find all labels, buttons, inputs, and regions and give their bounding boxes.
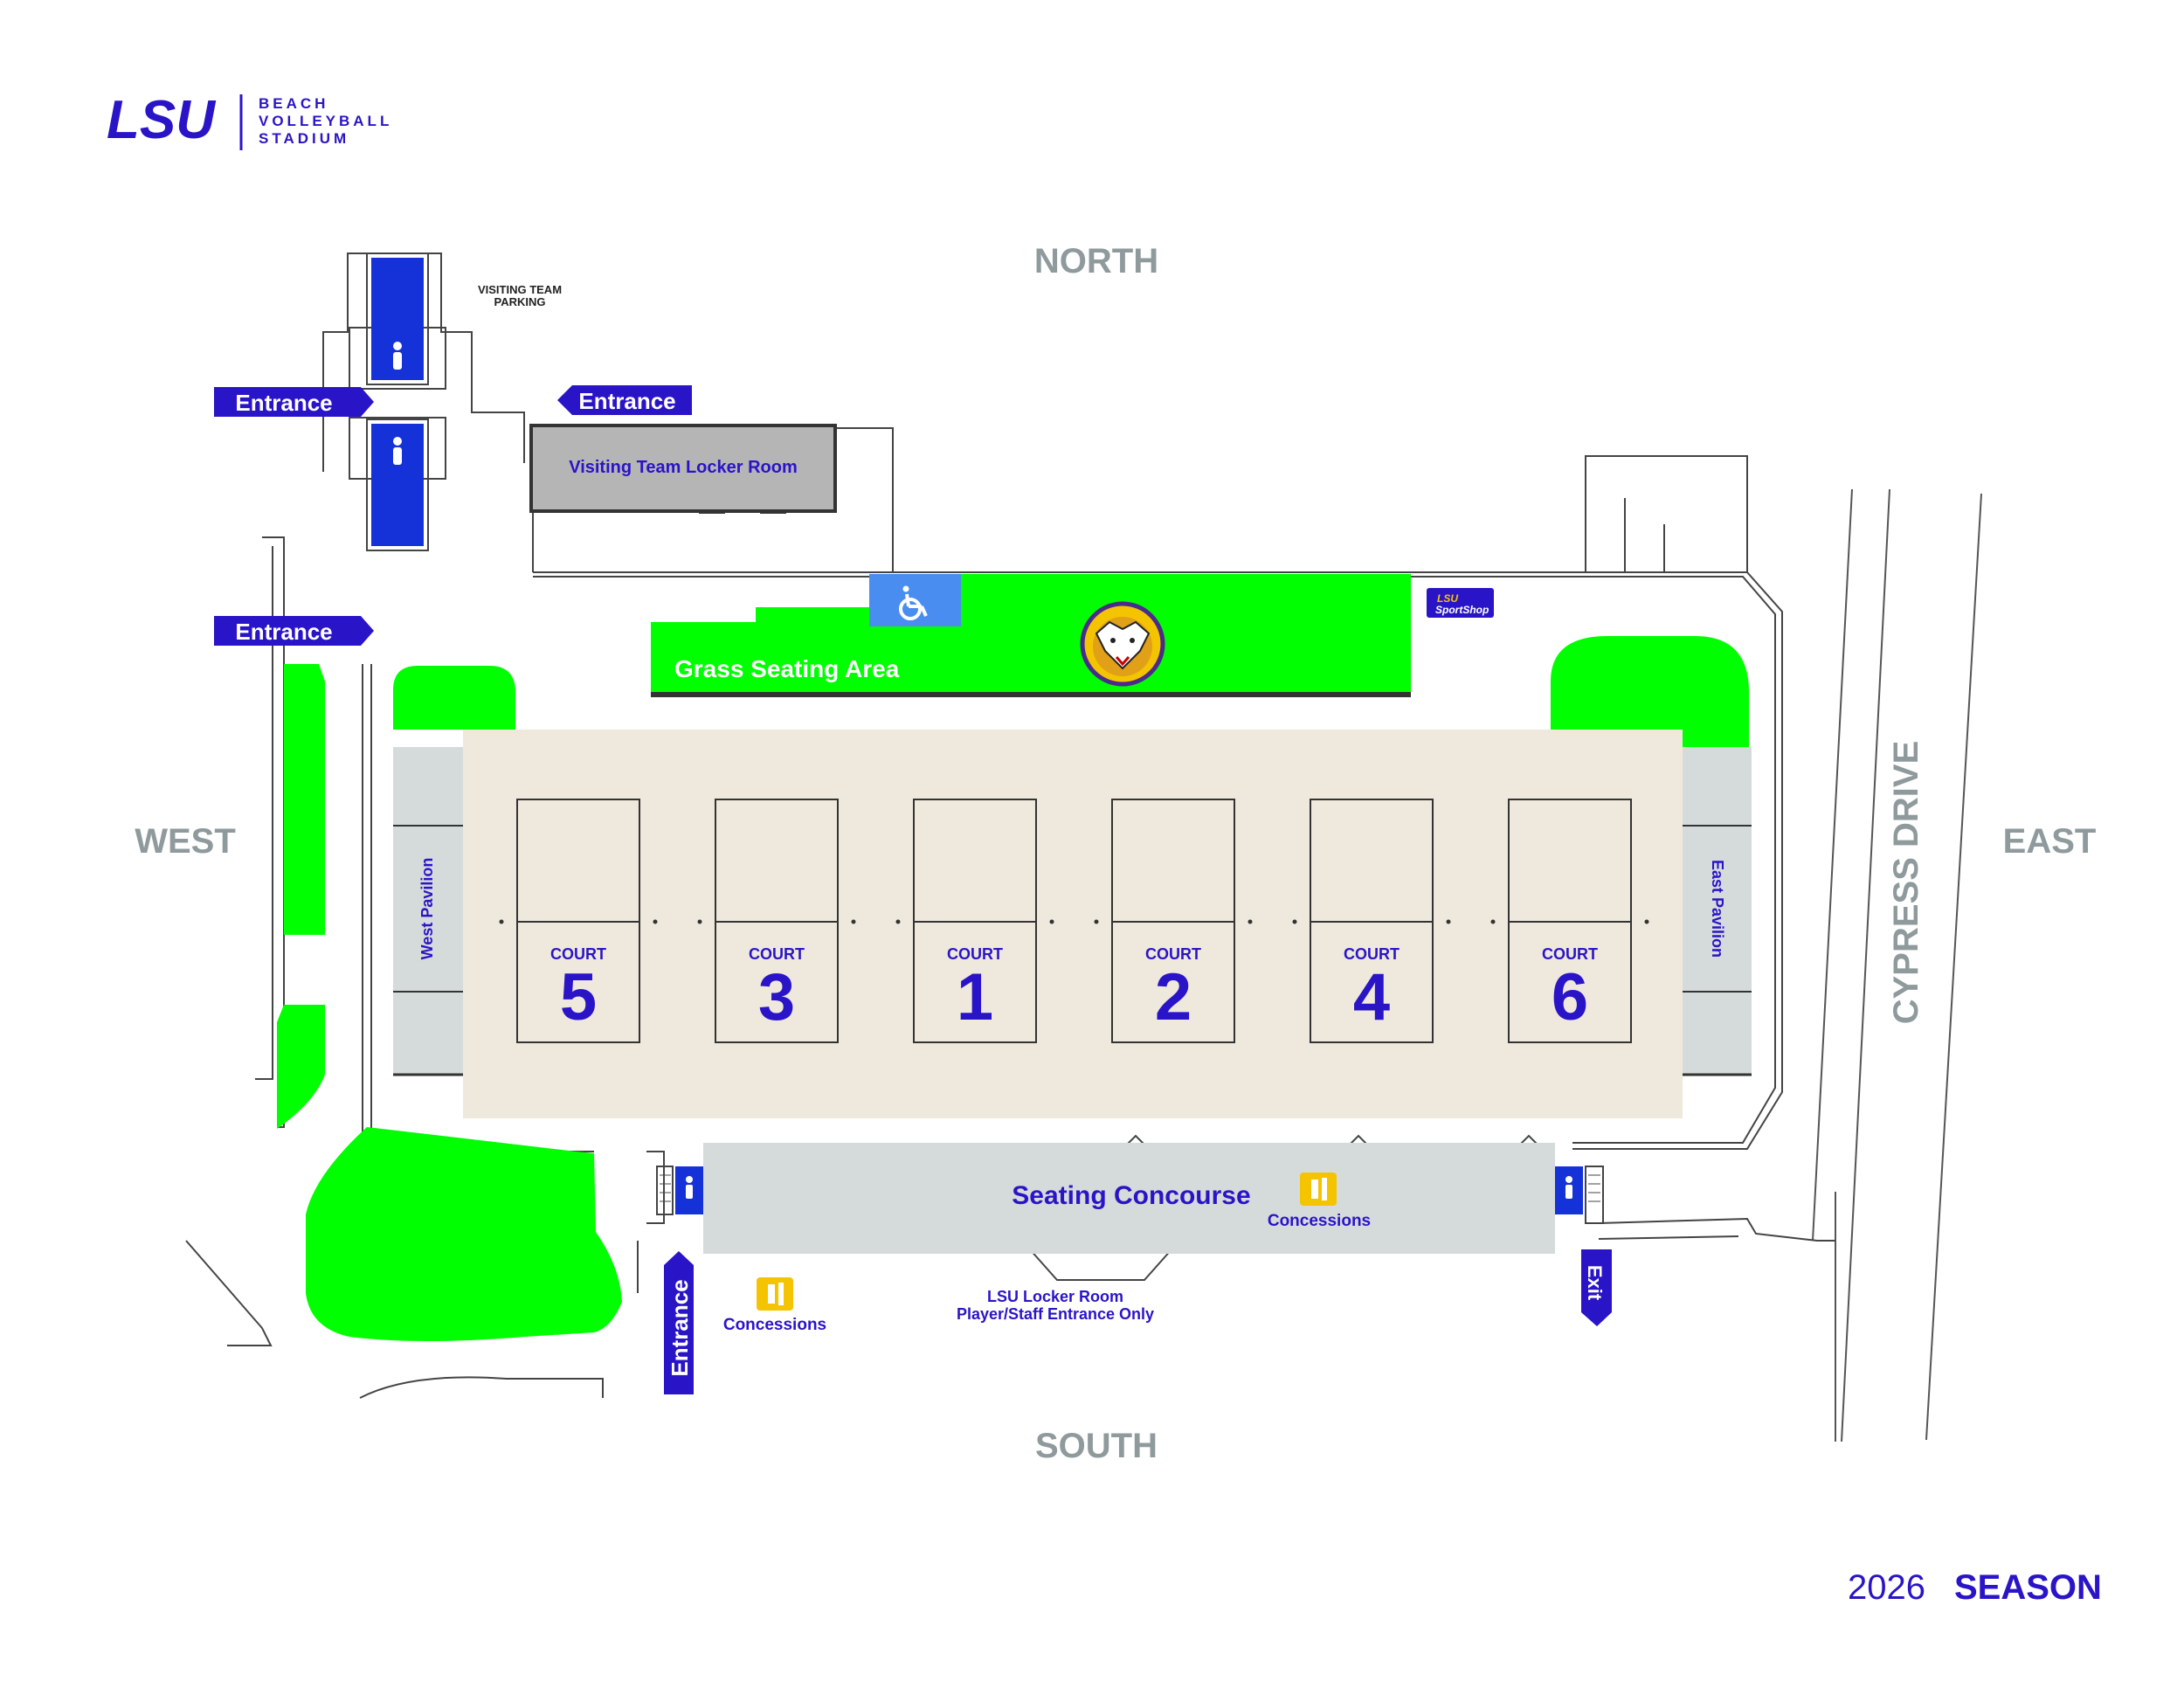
season-year: 2026 — [1848, 1568, 1925, 1607]
exit-label: Exit — [1584, 1265, 1606, 1301]
entrance-north-upper-label: Entrance — [578, 388, 675, 414]
court-number: 3 — [758, 960, 795, 1034]
grass-areas — [277, 574, 1749, 1341]
net-post — [895, 919, 901, 924]
logo-line-volleyball: VOLLEYBALL — [259, 113, 392, 129]
entrance-west-upper-label: Entrance — [235, 390, 332, 416]
lsu-logo: LSU BEACH VOLLEYBALL STADIUM — [107, 90, 392, 150]
seating-concourse-label: Seating Concourse — [1012, 1181, 1250, 1210]
east-label: EAST — [2003, 822, 2097, 861]
west-pavilion-label: West Pavilion — [418, 858, 436, 960]
visiting-locker-label: Visiting Team Locker Room — [569, 458, 798, 477]
east-pavilion: East Pavilion — [1682, 747, 1752, 1076]
sportshop-logo-icon: LSU SportShop — [1427, 588, 1494, 618]
concessions-south-label: Concessions — [723, 1316, 826, 1334]
court-number: 2 — [1155, 960, 1192, 1034]
concourse-west-restroom — [656, 1166, 703, 1215]
entrance-north-upper[interactable]: Entrance — [557, 385, 692, 415]
court-label: COURT — [749, 945, 805, 963]
restroom-icon — [393, 437, 402, 465]
net-post — [851, 919, 856, 924]
north-label: NORTH — [1034, 242, 1158, 280]
lsu-locker-label-2: Player/Staff Entrance Only — [957, 1305, 1154, 1323]
north-west-restroom-building — [349, 253, 446, 551]
net-post — [1446, 919, 1451, 924]
concourse-east-restroom — [1555, 1166, 1604, 1224]
seating-concourse: Seating Concourse Concessions — [703, 1143, 1555, 1254]
court-number: 4 — [1353, 960, 1390, 1034]
visiting-team-locker-room: Visiting Team Locker Room — [529, 424, 837, 514]
net-post — [1292, 919, 1297, 924]
net-post — [1490, 919, 1496, 924]
lsu-locker-label-1: LSU Locker Room — [987, 1288, 1123, 1305]
tiger-logo-icon — [1080, 601, 1165, 687]
accessible-icon — [899, 593, 928, 620]
court-label: COURT — [1542, 945, 1598, 963]
visiting-parking-label-1: VISITING TEAM — [478, 283, 562, 296]
sportshop-word: SportShop — [1435, 604, 1489, 616]
net-post — [697, 919, 702, 924]
entrance-west-lower-label: Entrance — [235, 619, 332, 645]
cypress-drive-label: CYPRESS DRIVE — [1887, 741, 1925, 1025]
net-post — [1049, 919, 1054, 924]
west-label: WEST — [135, 822, 236, 861]
stadium-outline — [185, 253, 1835, 1399]
net-post — [1094, 919, 1099, 924]
concessions-icon — [1300, 1173, 1337, 1206]
net-post — [653, 919, 658, 924]
entrance-west-upper[interactable]: Entrance — [214, 387, 374, 417]
entrance-west-lower[interactable]: Entrance — [214, 616, 374, 646]
concessions-concourse-label: Concessions — [1268, 1212, 1371, 1230]
season-word: SEASON — [1954, 1568, 2102, 1607]
restroom-icon — [686, 1176, 693, 1199]
west-pavilion: West Pavilion — [393, 747, 463, 1076]
concessions-icon — [757, 1277, 793, 1311]
entrance-south-label: Entrance — [667, 1279, 693, 1376]
court-number: 6 — [1552, 960, 1588, 1034]
accessible-seating — [869, 574, 961, 626]
grass-seating-label: Grass Seating Area — [674, 655, 900, 682]
lsu-logo-mark: LSU — [107, 90, 217, 150]
court-number: 5 — [560, 960, 597, 1034]
east-pavilion-label: East Pavilion — [1709, 860, 1726, 958]
exit-south-east[interactable]: Exit — [1581, 1249, 1612, 1326]
sportshop-lsu: LSU — [1437, 592, 1458, 605]
cypress-drive-road — [1812, 488, 1982, 1442]
logo-line-beach: BEACH — [259, 95, 328, 112]
net-post — [499, 919, 504, 924]
court-label: COURT — [947, 945, 1003, 963]
logo-line-stadium: STADIUM — [259, 130, 349, 147]
court-number: 1 — [957, 960, 993, 1034]
restroom-icon — [1565, 1176, 1572, 1199]
restroom-icon — [393, 342, 402, 370]
court-label: COURT — [550, 945, 606, 963]
visiting-parking-label-2: PARKING — [494, 295, 546, 308]
entrance-south[interactable]: Entrance — [664, 1251, 694, 1394]
court-label: COURT — [1344, 945, 1400, 963]
south-label: SOUTH — [1035, 1427, 1158, 1465]
sand-area — [463, 730, 1683, 1118]
net-post — [1644, 919, 1649, 924]
court-label: COURT — [1145, 945, 1201, 963]
net-post — [1248, 919, 1253, 924]
